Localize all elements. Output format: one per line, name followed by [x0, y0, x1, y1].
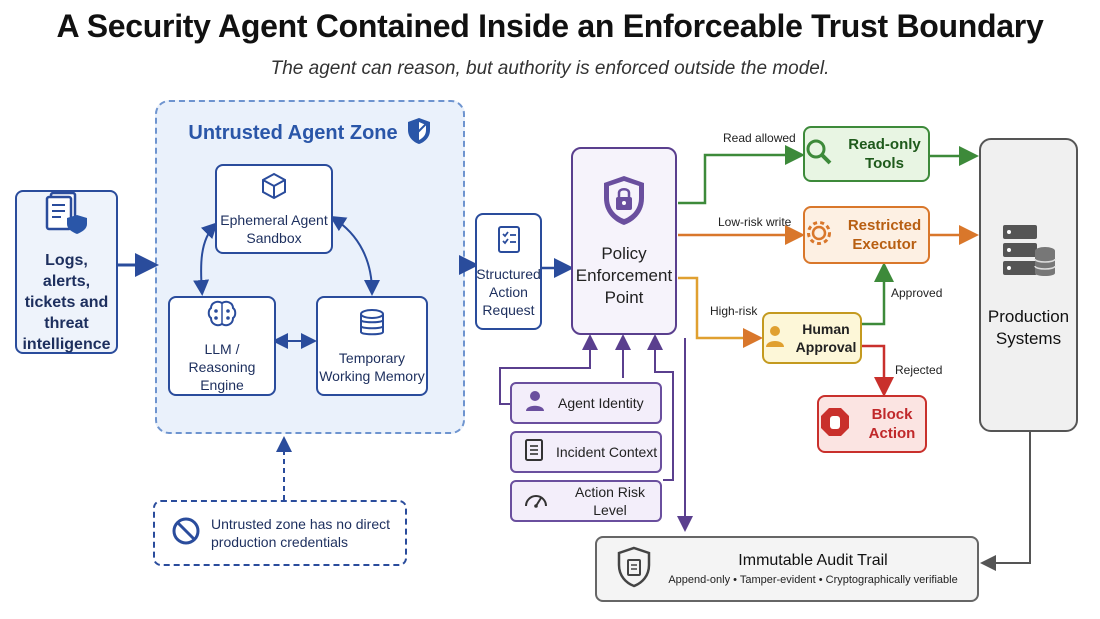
context-label-risk: Action Risk Level	[574, 484, 646, 518]
zone-title: Untrusted Agent Zone	[188, 122, 398, 144]
human-approval-box: Human Approval	[762, 312, 862, 364]
context-agent-identity: Agent Identity	[510, 382, 662, 424]
checklist-icon	[496, 224, 522, 259]
page-title: A Security Agent Contained Inside an Enf…	[56, 8, 1044, 44]
lock-shield-icon	[601, 174, 647, 233]
inputs-box: Logs, alerts, tickets and threat intelli…	[15, 190, 118, 354]
page-subtitle: The agent can reason, but authority is e…	[270, 58, 830, 79]
memory-label: Temporary Working Memory	[319, 349, 425, 384]
pep-label: Policy Enforcement Point	[575, 243, 673, 307]
document-shield-icon	[43, 189, 91, 242]
sandbox-label: Ephemeral Agent Sandbox	[220, 211, 328, 246]
cube-icon	[260, 172, 288, 205]
no-credentials-note: Untrusted zone has no direct production …	[153, 500, 407, 566]
production-systems-box: Production Systems	[979, 138, 1078, 432]
block-label: Block Action	[868, 406, 916, 442]
shield-icon	[406, 116, 432, 151]
audit-trail-box: Immutable Audit Trail Append-only • Tamp…	[595, 536, 979, 602]
block-action-box: Block Action	[817, 395, 927, 453]
route-label-high-risk: High-risk	[710, 304, 758, 318]
magnifier-icon	[805, 138, 833, 171]
document-icon	[524, 438, 544, 467]
stop-hand-icon	[819, 406, 851, 443]
route-label-read-allowed: Read allowed	[723, 131, 796, 145]
audit-text: Immutable Audit Trail Append-only • Tamp…	[668, 550, 957, 588]
audit-title: Immutable Audit Trail	[738, 552, 888, 569]
llm-box: LLM / Reasoning Engine	[168, 296, 276, 396]
audit-shield-icon	[616, 546, 652, 593]
human-label: Human Approval	[795, 321, 857, 355]
working-memory-box: Temporary Working Memory	[316, 296, 428, 396]
context-incident: Incident Context	[510, 431, 662, 473]
ephemeral-sandbox-box: Ephemeral Agent Sandbox	[215, 164, 333, 254]
context-label-identity: Agent Identity	[558, 395, 644, 411]
gear-icon	[805, 219, 833, 252]
person-icon	[764, 324, 786, 353]
policy-enforcement-point: Policy Enforcement Point	[571, 147, 677, 335]
request-label: Structured Action Request	[476, 266, 541, 318]
note-text: Untrusted zone has no direct production …	[211, 516, 390, 550]
inputs-label: Logs, alerts, tickets and threat intelli…	[22, 252, 111, 353]
gauge-icon	[524, 490, 548, 513]
llm-label: LLM / Reasoning Engine	[188, 340, 256, 393]
restricted-label: Restricted Executor	[847, 217, 922, 253]
route-label-approved: Approved	[891, 286, 943, 300]
readonly-tools-box: Read-only Tools	[803, 126, 930, 182]
user-icon	[524, 390, 546, 417]
database-icon	[357, 308, 387, 343]
restricted-executor-box: Restricted Executor	[803, 206, 930, 264]
context-risk-level: Action Risk Level	[510, 480, 662, 522]
route-label-rejected: Rejected	[895, 363, 943, 377]
brain-icon	[206, 299, 238, 334]
zone-header: Untrusted Agent Zone	[155, 116, 465, 151]
audit-detail: Append-only • Tamper-evident • Cryptogra…	[668, 574, 958, 586]
production-label: Production Systems	[987, 306, 1070, 348]
structured-request-box: Structured Action Request	[475, 213, 542, 330]
server-stack-icon	[1001, 221, 1057, 288]
readonly-label: Read-only Tools	[848, 136, 921, 172]
context-label-incident: Incident Context	[556, 444, 658, 460]
route-label-low-risk: Low-risk write	[718, 215, 792, 229]
prohibited-icon	[171, 516, 201, 551]
